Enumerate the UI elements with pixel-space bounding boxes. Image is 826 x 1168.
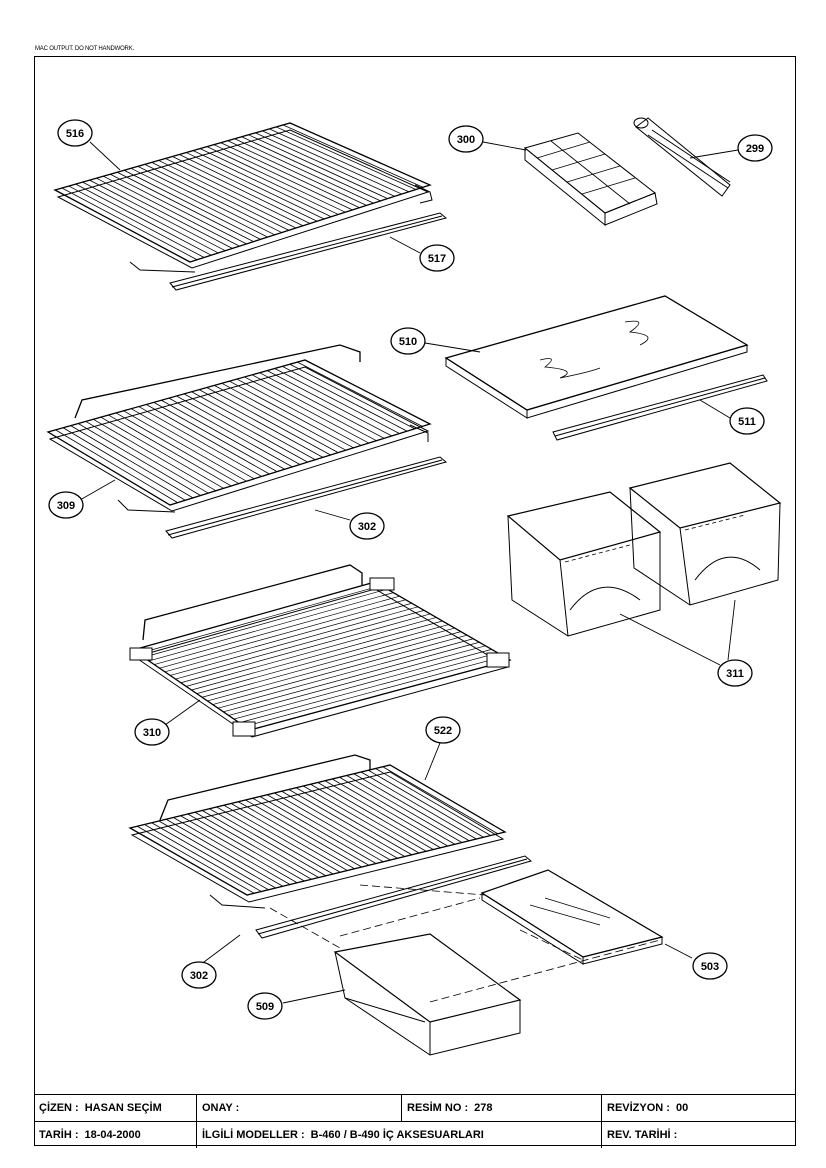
leader-lines — [79, 141, 739, 1004]
callout-509: 509 — [247, 992, 283, 1020]
approval-cell: ONAY : — [197, 1095, 402, 1121]
callout-310: 310 — [134, 718, 170, 746]
revision-label: REVİZYON : — [607, 1102, 670, 1114]
callout-311-label: 311 — [726, 668, 744, 680]
drawn-by-cell: ÇİZEN : HASAN SEÇİM — [34, 1095, 197, 1121]
callout-300-label: 300 — [457, 134, 475, 146]
callout-309: 309 — [48, 491, 84, 519]
callout-516: 516 — [57, 119, 93, 147]
date-cell: TARİH : 18-04-2000 — [34, 1122, 197, 1148]
callout-522: 522 — [425, 716, 461, 744]
drawing-frame — [34, 56, 796, 1146]
drawn-by-label: ÇİZEN : — [39, 1102, 79, 1114]
callout-302-upper-label: 302 — [358, 521, 376, 533]
callout-510-label: 510 — [399, 336, 417, 348]
callout-517-label: 517 — [428, 253, 446, 265]
door-bins-311 — [506, 462, 782, 637]
wire-shelf-309 — [46, 344, 432, 513]
callout-503: 503 — [692, 952, 728, 980]
callout-309-label: 309 — [57, 500, 75, 512]
drawing-number-cell: RESİM NO : 278 — [402, 1095, 602, 1121]
callout-310-label: 310 — [143, 727, 161, 739]
revision-value: 00 — [675, 1102, 689, 1114]
callout-299-label: 299 — [746, 143, 764, 155]
assembly-lines — [269, 884, 661, 1003]
ice-tray-300 — [523, 132, 658, 227]
title-block-row-2: TARİH : 18-04-2000 İLGİLİ MODELLER : B-460… — [34, 1121, 796, 1148]
callout-311: 311 — [717, 659, 753, 687]
callout-510: 510 — [390, 327, 426, 355]
callout-302-upper: 302 — [349, 512, 385, 540]
callout-503-label: 503 — [701, 961, 719, 973]
revision-cell: REVİZYON : 00 — [602, 1095, 796, 1121]
callout-302-lower: 302 — [181, 961, 217, 989]
header-note: MAC OUTPUT. DO NOT HANDWORK. — [35, 46, 134, 52]
callout-511-label: 511 — [738, 416, 756, 428]
callout-circles: 516 517 300 299 510 511 309 302 — [48, 119, 773, 1020]
drawing-number-value: 278 — [474, 1102, 493, 1114]
callout-300: 300 — [448, 125, 484, 153]
shelf-rail-302-lower — [255, 855, 533, 939]
date-label: TARİH : — [39, 1129, 79, 1141]
models-cell: İLGİLİ MODELLER : B-460 / B-490 İÇ AKSESU… — [197, 1122, 602, 1148]
callout-516-label: 516 — [66, 128, 84, 140]
shelf-rail-517 — [169, 212, 448, 291]
title-block-row-1: ÇİZEN :HASAN SEÇİM ONAY : RESİM NO :278 … — [34, 1095, 796, 1121]
models-value: B-460 / B-490 İÇ AKSESUARLARI — [310, 1129, 484, 1141]
wire-shelf-516 — [53, 122, 433, 273]
glass-shelf-310 — [129, 564, 512, 738]
glass-shelf-510 — [444, 295, 749, 419]
crisper-cover-503 — [480, 869, 664, 965]
title-block: ÇİZEN :HASAN SEÇİM ONAY : RESİM NO :278 … — [34, 1094, 796, 1148]
date-value: 18-04-2000 — [84, 1129, 141, 1141]
drawn-by-value: HASAN SEÇİM — [84, 1102, 162, 1114]
models-label: İLGİLİ MODELLER : — [202, 1129, 305, 1141]
callout-509-label: 509 — [256, 1001, 274, 1013]
crisper-drawer-509 — [333, 933, 522, 1056]
wire-shelf-522 — [128, 754, 507, 909]
callout-299: 299 — [737, 134, 773, 162]
callout-511: 511 — [729, 407, 765, 435]
callout-522-label: 522 — [434, 725, 452, 737]
callout-302-lower-label: 302 — [190, 970, 208, 982]
approval-label: ONAY : — [202, 1102, 240, 1114]
drawing-number-label: RESİM NO : — [407, 1102, 469, 1114]
callout-517: 517 — [419, 244, 455, 272]
ice-scoop-299 — [633, 117, 731, 197]
shelf-rail-302 — [165, 456, 448, 539]
revision-date-label: REV. TARİHİ : — [607, 1129, 678, 1141]
shelf-rail-511 — [552, 374, 768, 441]
revision-date-cell: REV. TARİHİ : — [602, 1122, 796, 1148]
